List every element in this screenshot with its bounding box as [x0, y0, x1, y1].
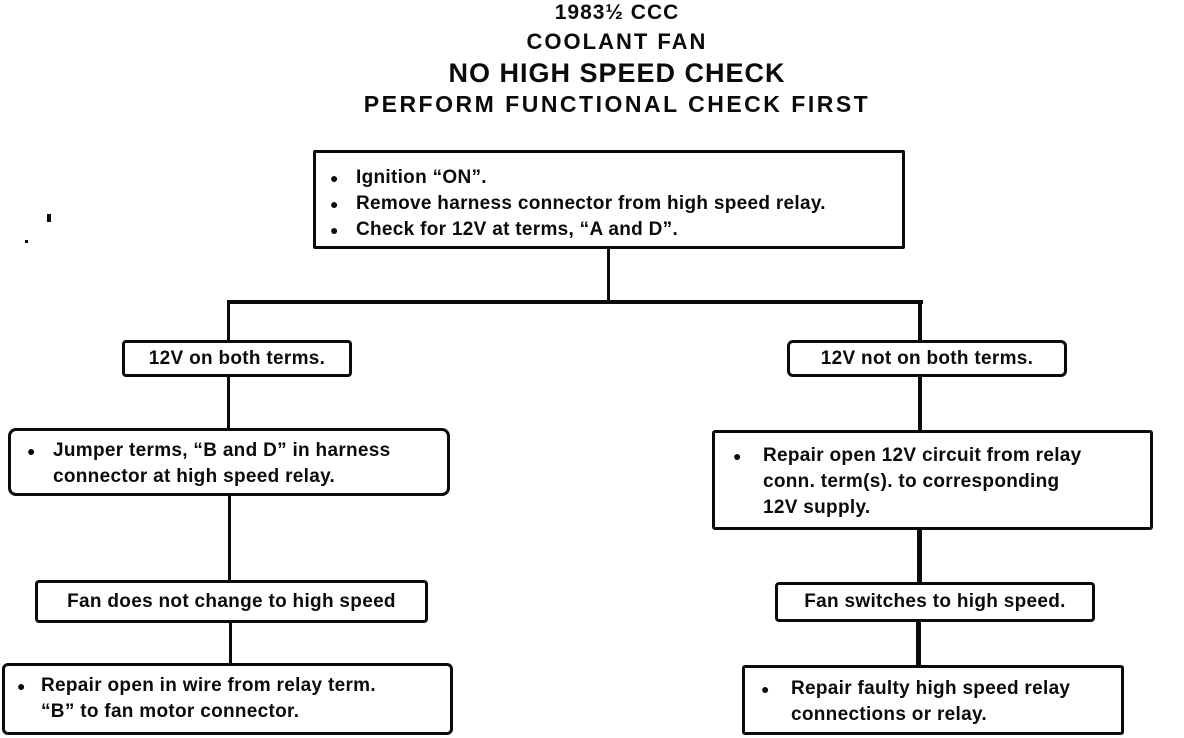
right-action-box: ● Repair open 12V circuit from relay con…	[712, 430, 1153, 530]
right-final-box: ● Repair faulty high speed relay connect…	[742, 665, 1124, 735]
connector-right-drop-3	[917, 530, 922, 582]
left-action-step-cont: connector at high speed relay.	[53, 466, 336, 487]
start-step: ● Check for 12V at terms, “A and D”.	[330, 217, 894, 243]
title-system: COOLANT FAN	[526, 29, 708, 54]
right-action-step-cont: 12V supply.	[763, 497, 871, 518]
bullet-icon: ●	[17, 678, 26, 694]
connector-right-drop-2	[918, 377, 922, 430]
page-title: 1983½ CCC COOLANT FAN NO HIGH SPEED CHEC…	[50, 2, 1184, 116]
bullet-icon: ●	[761, 681, 770, 697]
right-condition-label: 12V not on both terms.	[820, 347, 1034, 369]
bullet-icon: ●	[27, 443, 36, 459]
connector-left-drop-4	[229, 623, 232, 663]
right-final-step-cont: connections or relay.	[791, 704, 988, 725]
scan-speck	[25, 240, 28, 243]
connector-left-drop-3	[228, 496, 231, 580]
bullet-icon: ●	[330, 170, 339, 186]
left-action-step: ● Jumper terms, “B and D” in harness	[27, 438, 441, 464]
scan-speck	[47, 214, 51, 222]
bullet-icon: ●	[733, 448, 742, 464]
connector-right-drop-1	[918, 300, 922, 340]
left-condition-box: 12V on both terms.	[122, 340, 352, 377]
left-action-box: ● Jumper terms, “B and D” in harness con…	[8, 428, 450, 496]
right-action-step-cont: conn. term(s). to corresponding	[763, 471, 1060, 492]
right-final-step: ● Repair faulty high speed relay	[761, 676, 1115, 702]
right-result-box: Fan switches to high speed.	[775, 582, 1095, 622]
left-condition-label: 12V on both terms.	[148, 347, 326, 369]
right-action-step: ● Repair open 12V circuit from relay	[733, 443, 1144, 469]
start-box: ● Ignition “ON”. ● Remove harness connec…	[313, 150, 905, 249]
right-condition-box: 12V not on both terms.	[787, 340, 1067, 377]
connector-right-drop-4	[916, 622, 921, 665]
title-instruction: PERFORM FUNCTIONAL CHECK FIRST	[363, 91, 871, 117]
bullet-icon: ●	[330, 196, 339, 212]
connector-trunk	[607, 249, 610, 303]
left-result-box: Fan does not change to high speed	[35, 580, 428, 623]
left-final-step: ● Repair open in wire from relay term.	[17, 673, 444, 699]
right-result-label: Fan switches to high speed.	[804, 591, 1066, 612]
title-year: 1983½ CCC	[554, 1, 680, 24]
start-step: ● Ignition “ON”.	[330, 165, 894, 191]
bullet-icon: ●	[330, 222, 339, 238]
left-final-step-cont: “B” to fan motor connector.	[41, 701, 300, 722]
connector-left-drop-2	[227, 377, 230, 428]
left-final-box: ● Repair open in wire from relay term. “…	[2, 663, 453, 735]
connector-left-drop-1	[227, 300, 230, 340]
left-result-label: Fan does not change to high speed	[67, 590, 396, 612]
connector-split-bar	[227, 300, 923, 304]
title-check: NO HIGH SPEED CHECK	[448, 58, 786, 88]
start-step: ● Remove harness connector from high spe…	[330, 191, 894, 217]
